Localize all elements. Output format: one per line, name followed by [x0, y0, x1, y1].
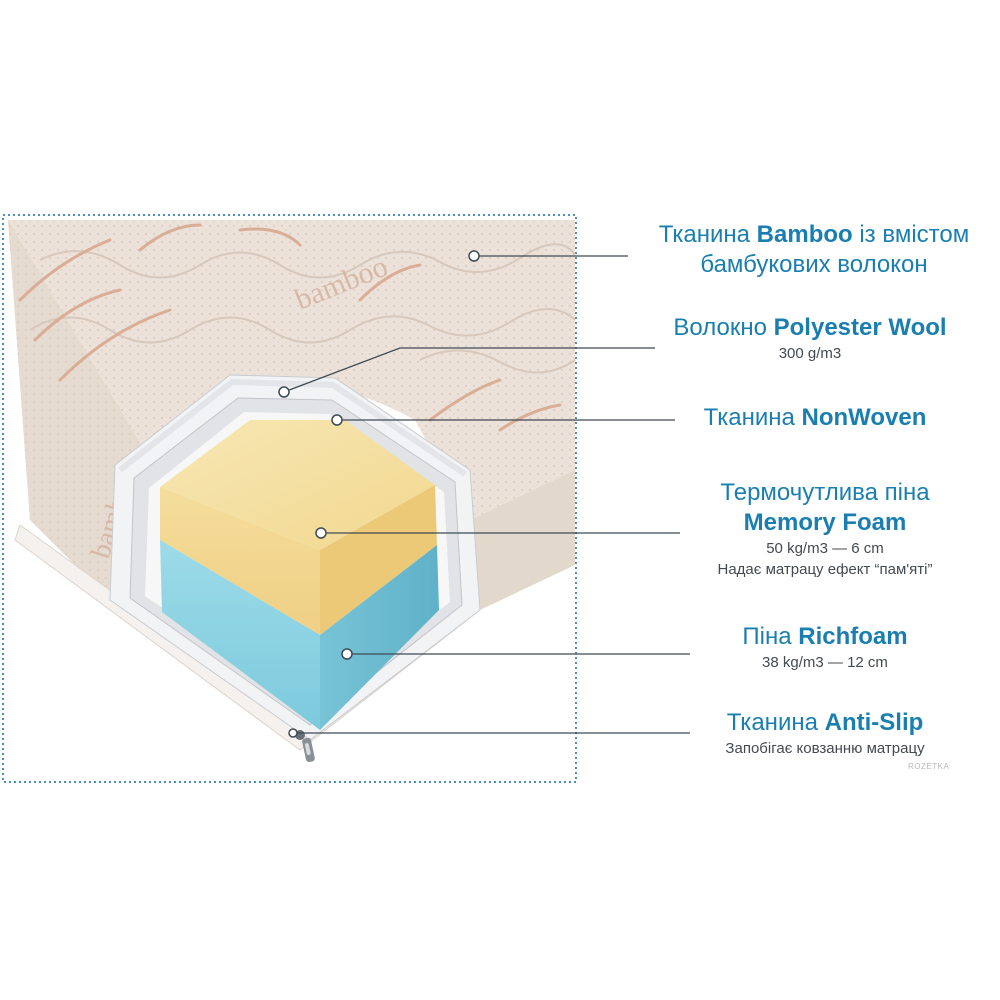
label-bamboo: Тканина Bamboo із вмістом бамбукових вол… — [628, 220, 1000, 280]
label-memory-prefix: Термочутлива піна — [720, 479, 930, 506]
watermark: ROZETKA — [908, 762, 950, 771]
label-antislip-bold: Anti-Slip — [824, 709, 924, 736]
label-nonwoven-prefix: Тканина — [703, 404, 802, 431]
label-memory-detail-1: 50 kg/m3 — 6 cm — [766, 540, 884, 557]
dot-nonwoven — [331, 414, 343, 426]
label-polyester-bold: Polyester Wool — [773, 314, 947, 341]
label-memory-detail-2: Надає матрацу ефект “пам'яті” — [717, 561, 933, 578]
label-bamboo-prefix: Тканина — [658, 221, 757, 248]
label-memory-foam: Термочутлива піна Memory Foam 50 kg/m3 —… — [680, 478, 970, 580]
label-polyester: Волокно Polyester Wool 300 g/m3 — [640, 313, 980, 364]
richfoam-front — [160, 540, 320, 730]
dot-richfoam — [341, 648, 353, 660]
label-richfoam-bold: Richfoam — [798, 623, 908, 650]
cutout-layers — [109, 374, 481, 741]
label-antislip: Тканина Anti-Slip Запобігає ковзанню мат… — [670, 708, 980, 759]
label-bamboo-bold: Bamboo — [756, 221, 853, 248]
label-nonwoven: Тканина NonWoven — [660, 403, 970, 433]
label-memory-bold: Memory Foam — [743, 509, 907, 536]
label-antislip-detail: Запобігає ковзанню матрацу — [725, 740, 925, 757]
label-bamboo-line2: бамбукових волокон — [700, 251, 928, 278]
label-antislip-prefix: Тканина — [726, 709, 825, 736]
label-richfoam: Піна Richfoam 38 kg/m3 — 12 cm — [690, 622, 960, 673]
dot-polyester — [278, 386, 290, 398]
memory-foam-front — [160, 487, 320, 635]
label-bamboo-suffix: із вмістом — [852, 221, 970, 248]
leader-lines — [283, 255, 690, 734]
dot-memory — [315, 527, 327, 539]
label-richfoam-prefix: Піна — [742, 623, 799, 650]
label-richfoam-detail: 38 kg/m3 — 12 cm — [762, 654, 888, 671]
memory-foam-top — [160, 420, 435, 550]
dot-antislip — [288, 728, 298, 738]
leader-dots — [278, 250, 480, 738]
label-polyester-detail: 300 g/m3 — [778, 345, 842, 362]
dotted-frame — [2, 214, 577, 783]
dot-bamboo — [468, 250, 480, 262]
label-polyester-prefix: Волокно — [673, 314, 774, 341]
label-nonwoven-bold: NonWoven — [801, 404, 927, 431]
